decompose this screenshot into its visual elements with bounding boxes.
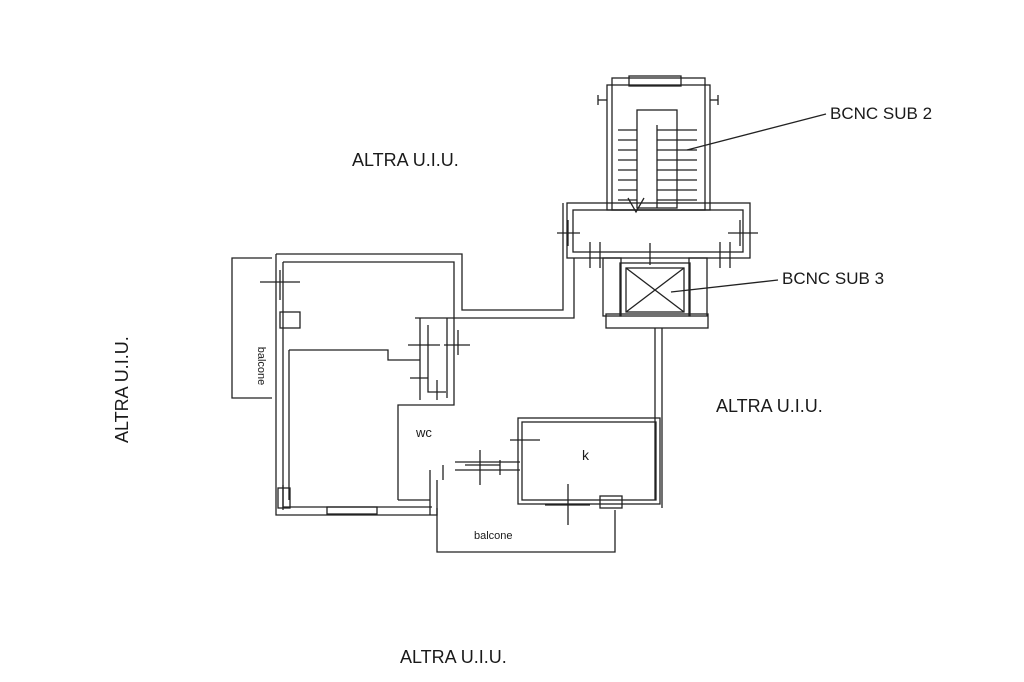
leader-line-sub3 (670, 279, 779, 293)
bcnc-sub2-label: BCNC SUB 2 (830, 104, 932, 123)
neighbor-label-bottom: ALTRA U.I.U. (400, 647, 507, 667)
neighbor-label-left: ALTRA U.I.U. (112, 336, 132, 443)
apartment-walls (275, 203, 663, 516)
elevator-shaft (602, 257, 709, 329)
kitchen (510, 417, 661, 525)
room-label-kitchen: k (582, 447, 590, 463)
neighbor-label-right: ALTRA U.I.U. (716, 396, 823, 416)
wall-cuts (277, 330, 501, 515)
bcnc-sub3-label: BCNC SUB 3 (782, 269, 884, 288)
landing (557, 202, 758, 268)
bottom-balcony (429, 465, 616, 553)
balcony-label-left: balcone (255, 347, 267, 386)
balcony-label-bottom: balcone (474, 530, 513, 542)
neighbor-label-top: ALTRA U.I.U. (352, 150, 459, 170)
room-label-wc: wc (415, 425, 432, 440)
stairwell (597, 75, 719, 214)
leader-line-sub2 (686, 113, 827, 151)
left-balcony (231, 257, 301, 399)
